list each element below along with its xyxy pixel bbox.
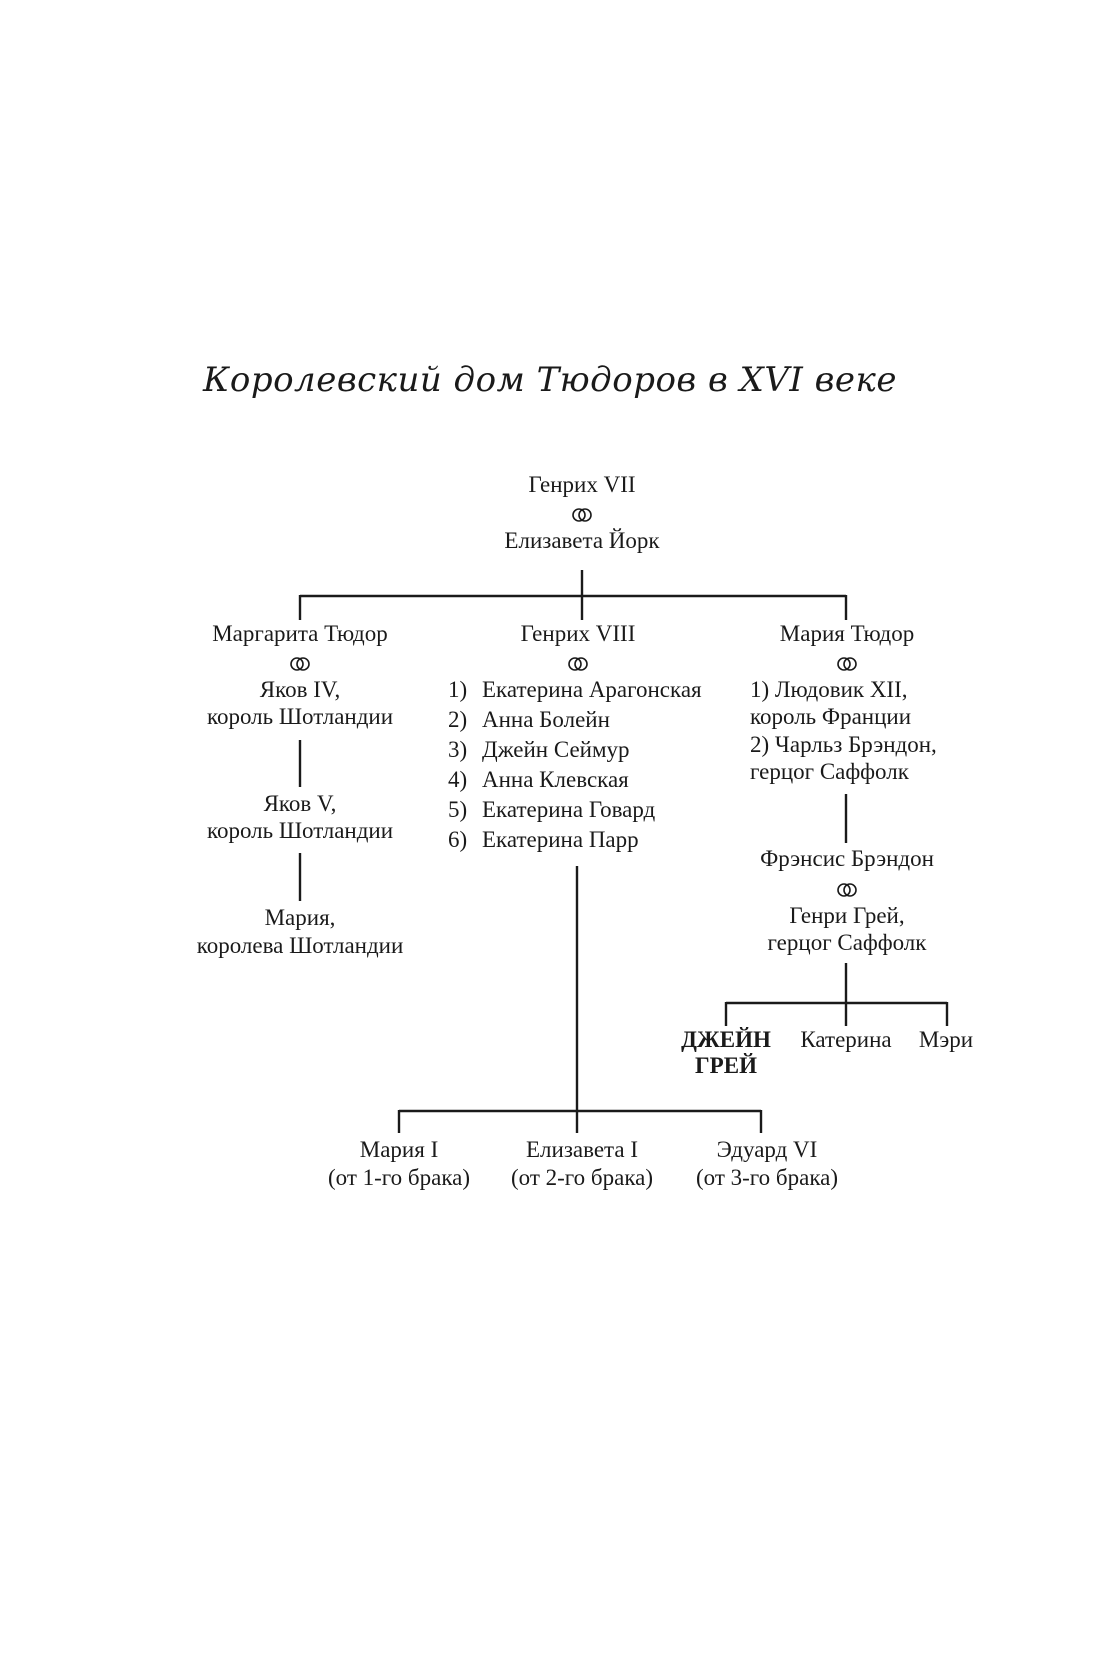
henry-grey-name: Генри Грей, <box>789 903 905 928</box>
marriage-rings-icon <box>836 882 858 903</box>
mary1-name: Мария I <box>359 1137 439 1162</box>
wife-name: Джейн Сеймур <box>482 737 630 762</box>
wife-number: 3) <box>448 737 468 762</box>
elizabeth1-note: (от 2-го брака) <box>510 1165 654 1190</box>
henry7-name: Генрих VII <box>528 472 636 497</box>
james4-name: Яков IV, <box>259 677 341 702</box>
henry8-name: Генрих VIII <box>520 621 636 646</box>
marriage-rings-icon <box>567 656 589 677</box>
margaret-tudor-name: Маргарита Тюдор <box>212 621 388 646</box>
wife-name: Екатерина Арагонская <box>482 677 702 702</box>
wife-name: Анна Болейн <box>482 707 610 732</box>
mary-queen-name: Мария, <box>264 905 336 930</box>
katherine-grey-name: Катерина <box>800 1027 892 1052</box>
mary-queen-title: королева Шотландии <box>196 933 404 958</box>
wife-name: Анна Клевская <box>482 767 629 792</box>
marriage-rings-icon <box>836 656 858 677</box>
james4-title: король Шотландии <box>206 704 394 729</box>
james5-name: Яков V, <box>263 791 337 816</box>
louis12-name: 1) Людовик XII, <box>750 677 908 702</box>
mary1-note: (от 1-го брака) <box>327 1165 471 1190</box>
wife-row: 3) Джейн Сеймур <box>448 736 630 764</box>
frances-brandon-name: Фрэнсис Брэндон <box>760 846 934 871</box>
wife-number: 5) <box>448 797 468 822</box>
james5-title: король Шотландии <box>206 818 394 843</box>
page-title: Королевский дом Тюдоров в XVI веке <box>203 360 897 400</box>
marriage-rings-icon <box>289 656 311 677</box>
elizabeth1-name: Елизавета I <box>525 1137 639 1162</box>
wife-row: 1) Екатерина Арагонская <box>448 676 702 704</box>
edward6-note: (от 3-го брака) <box>695 1165 839 1190</box>
wife-number: 6) <box>448 827 468 852</box>
louis12-title: король Франции <box>750 704 912 729</box>
henry-grey-title: герцог Саффолк <box>767 930 927 955</box>
wife-row: 6) Екатерина Парр <box>448 826 639 854</box>
wife-number: 1) <box>448 677 468 702</box>
charles-brandon-title: герцог Саффолк <box>750 759 909 784</box>
wife-row: 5) Екатерина Говард <box>448 796 655 824</box>
edward6-name: Эдуард VI <box>716 1137 818 1162</box>
wife-row: 2) Анна Болейн <box>448 706 610 734</box>
mary-tudor-name: Мария Тюдор <box>779 621 915 646</box>
jane-grey-name: ДЖЕЙН <box>681 1027 771 1052</box>
elizabeth-york-name: Елизавета Йорк <box>504 528 660 553</box>
wife-name: Екатерина Говард <box>482 797 656 822</box>
mary-grey-name: Мэри <box>918 1027 974 1052</box>
marriage-rings-icon <box>571 507 593 528</box>
wife-number: 4) <box>448 767 468 792</box>
charles-brandon-name: 2) Чарльз Брэндон, <box>750 732 937 757</box>
wife-name: Екатерина Парр <box>482 827 639 852</box>
wife-number: 2) <box>448 707 468 732</box>
wife-row: 4) Анна Клевская <box>448 766 629 794</box>
jane-grey-surname: ГРЕЙ <box>695 1053 757 1078</box>
